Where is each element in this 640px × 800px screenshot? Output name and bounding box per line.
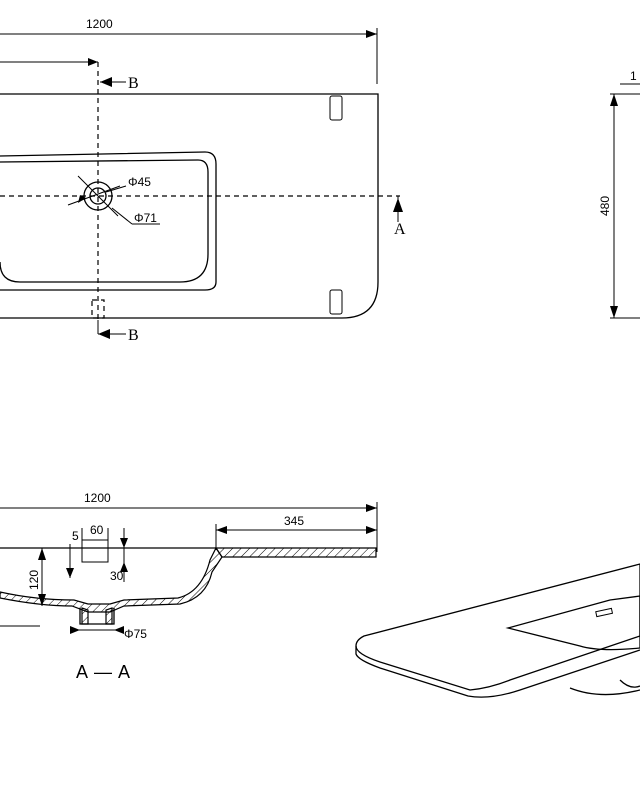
notch-top-right [329,95,343,121]
section-view: 1200 345 Φ75 60 5 30 [0,491,378,682]
side-view: 480 1 100 60 [598,69,640,319]
drain-label: Φ75 [124,627,147,641]
top-view: 1200 Φ45 Φ71 B B [0,17,406,344]
isometric-view [355,563,640,698]
hole-small-label: Φ45 [128,175,151,189]
iso-overflow-slot [595,607,614,618]
drain-spigot [79,608,115,625]
top-width-dimension: 1200 [0,17,378,84]
side-depth-label: 480 [598,196,612,216]
thickness-label: 30 [110,569,124,583]
depth-label: 120 [27,570,41,590]
iso-bowl-opening [505,595,640,651]
section-marker-a: A [394,221,406,238]
ledge-label: 345 [284,514,304,528]
section-title: A — A [76,662,131,682]
basin-outline-top [0,93,379,319]
tap-hole [81,539,109,563]
hole-offset-label: 5 [72,529,79,543]
ledge-slab [214,547,377,558]
iso-top-surface [355,563,640,691]
drain-hole-inner [89,187,107,205]
bowl-wall [0,546,223,613]
hole-width-label: 60 [90,523,104,537]
hole-large-label: Φ71 [134,211,157,225]
notch-bottom-right [329,289,343,315]
top-width-label: 1200 [86,17,113,31]
section-marker-b-bottom: B [128,327,139,344]
section-width-label: 1200 [84,491,111,505]
side-top-partial: 1 [630,69,637,83]
drain-hole-outer [83,181,113,211]
section-marker-b-top: B [128,75,139,92]
bowl-outline [0,151,217,291]
